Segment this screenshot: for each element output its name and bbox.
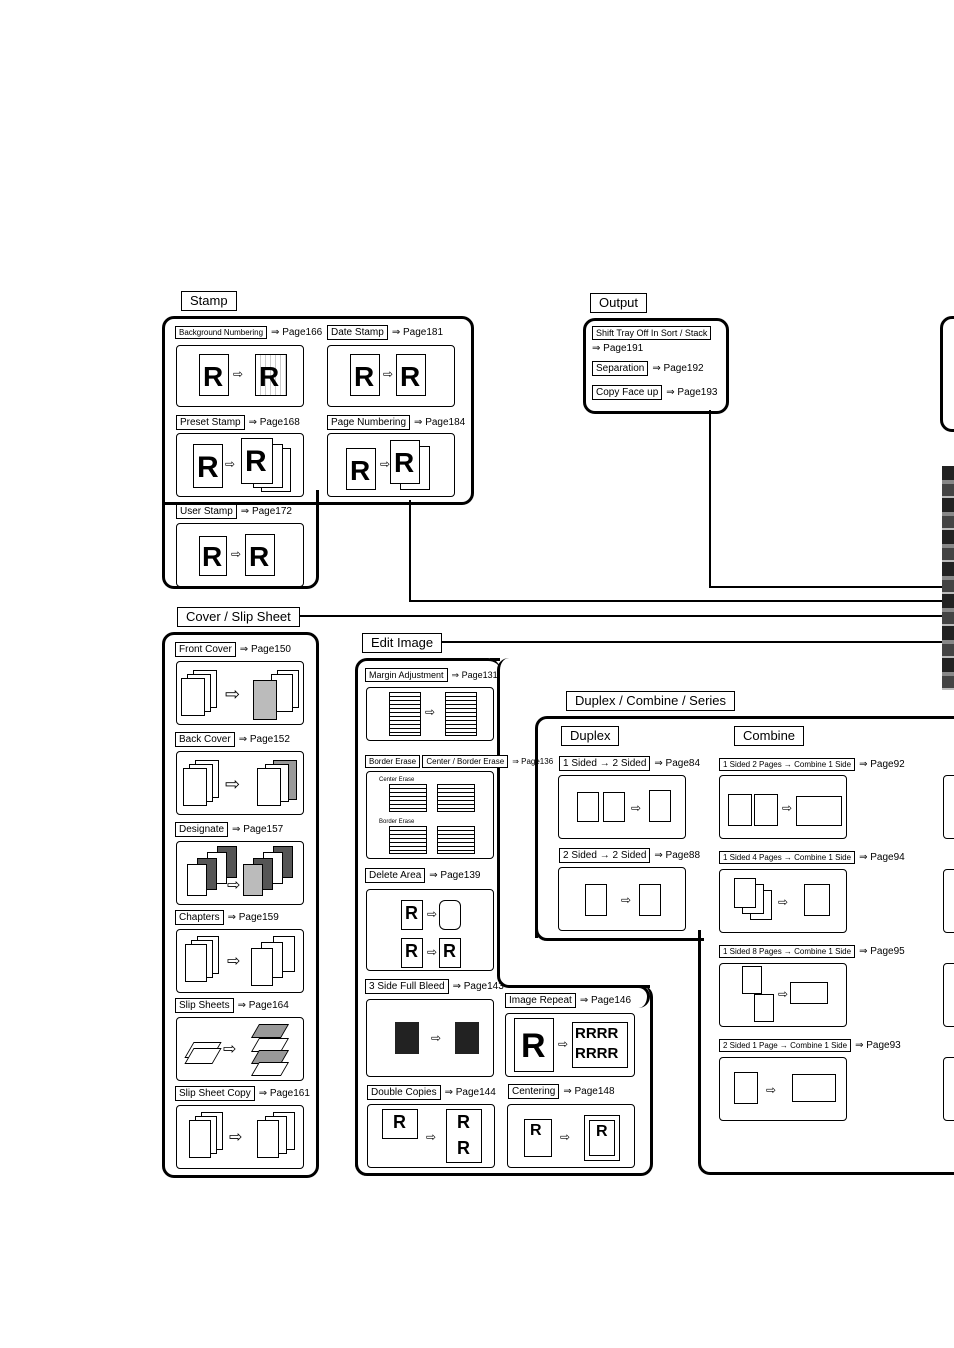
centering-illustration: R ⇨ R bbox=[507, 1104, 635, 1168]
back-cover-label[interactable]: Back Cover⇒ Page152 bbox=[175, 732, 290, 747]
designate-illustration: ⇨ bbox=[176, 841, 304, 905]
edit-panel bbox=[355, 658, 500, 1176]
edit-panel-corner bbox=[620, 985, 650, 1008]
double-copies-label[interactable]: Double Copies⇒ Page144 bbox=[367, 1085, 496, 1100]
right-control-panel-image bbox=[942, 466, 954, 690]
combine-4pages-label[interactable]: 1 Sided 4 Pages → Combine 1 Side⇒ Page94 bbox=[719, 851, 905, 864]
3-side-full-bleed-illustration: ⇨ bbox=[366, 999, 494, 1077]
copy-face-up-label[interactable]: Copy Face up⇒ Page193 bbox=[592, 385, 717, 400]
cover-panel bbox=[162, 632, 319, 1178]
stamp-connector-h bbox=[409, 600, 942, 602]
background-numbering-label[interactable]: Background Numbering⇒ Page166 bbox=[175, 326, 322, 339]
output-title: Output bbox=[590, 293, 648, 313]
edit-panel-top bbox=[490, 658, 500, 661]
combine-title: Combine bbox=[734, 726, 805, 746]
combine-8pages-label[interactable]: 1 Sided 8 Pages → Combine 1 Side⇒ Page95 bbox=[719, 945, 905, 958]
slip-sheet-copy-label[interactable]: Slip Sheet Copy⇒ Page161 bbox=[175, 1086, 310, 1101]
stamp-panel-lower bbox=[162, 490, 319, 589]
duplex-panel-step-corner bbox=[535, 912, 704, 941]
image-repeat-label[interactable]: Image Repeat⇒ Page146 bbox=[505, 993, 631, 1008]
3-side-full-bleed-label[interactable]: 3 Side Full Bleed⇒ Page143 bbox=[365, 979, 504, 994]
edit-panel-step bbox=[497, 658, 650, 988]
duplex-1to2-illustration: ⇨ bbox=[558, 775, 686, 839]
shift-tray-ref: ⇒ Page191 bbox=[592, 343, 644, 354]
duplex-panel-upper bbox=[535, 716, 954, 941]
shift-tray-label[interactable]: Shift Tray Off In Sort / Stack bbox=[592, 326, 712, 340]
separation-label[interactable]: Separation⇒ Page192 bbox=[592, 361, 704, 376]
slip-sheets-label[interactable]: Slip Sheets⇒ Page164 bbox=[175, 998, 289, 1013]
combine-2pages-illustration: ⇨ bbox=[719, 775, 847, 839]
duplex-1to2-label[interactable]: 1 Sided → 2 Sided⇒ Page84 bbox=[559, 756, 700, 771]
edit-connector bbox=[437, 641, 942, 643]
designate-label[interactable]: Designate⇒ Page157 bbox=[175, 822, 283, 837]
margin-adjustment-label[interactable]: Margin Adjustment⇒ Page131 bbox=[365, 668, 498, 682]
output-connector-h bbox=[709, 586, 942, 588]
combine-2sided-label[interactable]: 2 Sided 1 Page → Combine 1 Side⇒ Page93 bbox=[719, 1039, 901, 1052]
combine-4pages-illustration: ⇨ bbox=[719, 869, 847, 933]
combine-8pages-illustration: ⇨ bbox=[719, 963, 847, 1027]
page-numbering-illustration: R ⇨ R bbox=[327, 433, 455, 497]
edit-panel-lower bbox=[355, 985, 653, 1176]
duplex-combine-series-title: Duplex / Combine / Series bbox=[566, 691, 736, 711]
stamp-connector bbox=[409, 500, 411, 601]
combine-2sided-illustration: ⇨ bbox=[719, 1057, 847, 1121]
background-numbering-illustration: R ⇨ R bbox=[176, 345, 304, 407]
page-numbering-label[interactable]: Page Numbering⇒ Page184 bbox=[327, 415, 465, 430]
front-cover-illustration: ⇨ bbox=[176, 661, 304, 725]
preset-stamp-illustration: R ⇨ R bbox=[176, 433, 304, 497]
series-partial-1 bbox=[943, 775, 954, 839]
border-erase-illustration: Center Erase Border Erase bbox=[366, 771, 494, 859]
edit-image-title: Edit Image bbox=[362, 633, 443, 653]
stamp-title: Stamp bbox=[181, 291, 237, 311]
preset-stamp-label[interactable]: Preset Stamp⇒ Page168 bbox=[176, 415, 300, 430]
date-stamp-label[interactable]: Date Stamp⇒ Page181 bbox=[327, 325, 443, 340]
duplex-panel-lower bbox=[698, 930, 954, 1175]
back-cover-illustration: ⇨ bbox=[176, 751, 304, 815]
duplex-2to2-label[interactable]: 2 Sided → 2 Sided⇒ Page88 bbox=[559, 848, 700, 863]
duplex-2to2-illustration: ⇨ bbox=[558, 867, 686, 931]
series-partial-4 bbox=[943, 1057, 954, 1121]
duplex-title: Duplex bbox=[561, 726, 620, 746]
series-partial-2 bbox=[943, 869, 954, 933]
front-cover-label[interactable]: Front Cover⇒ Page150 bbox=[175, 642, 291, 657]
cover-connector bbox=[286, 615, 942, 617]
delete-area-illustration: R ⇨ R ⇨ R bbox=[366, 889, 494, 971]
output-panel bbox=[583, 318, 729, 414]
user-stamp-label[interactable]: User Stamp⇒ Page172 bbox=[176, 504, 292, 519]
chapters-illustration: ⇨ bbox=[176, 929, 304, 993]
series-partial-3 bbox=[943, 963, 954, 1027]
user-stamp-illustration: R ⇨ R bbox=[176, 523, 304, 587]
output-connector bbox=[709, 410, 711, 588]
combine-2pages-label[interactable]: 1 Sided 2 Pages → Combine 1 Side⇒ Page92 bbox=[719, 758, 905, 771]
slip-sheets-illustration: ⇨ bbox=[176, 1017, 304, 1081]
right-partial-panel bbox=[940, 316, 954, 432]
chapters-label[interactable]: Chapters⇒ Page159 bbox=[175, 910, 279, 925]
slip-sheet-copy-illustration: ⇨ bbox=[176, 1105, 304, 1169]
border-erase-label[interactable]: Border Erase Center / Border Erase⇒ Page… bbox=[365, 755, 553, 768]
cover-slip-sheet-title: Cover / Slip Sheet bbox=[177, 607, 300, 627]
margin-adjustment-illustration: ⇨ bbox=[366, 687, 494, 741]
date-stamp-illustration: R ⇨ R bbox=[327, 345, 455, 407]
centering-label[interactable]: Centering⇒ Page148 bbox=[508, 1084, 615, 1099]
delete-area-label[interactable]: Delete Area⇒ Page139 bbox=[365, 868, 480, 883]
